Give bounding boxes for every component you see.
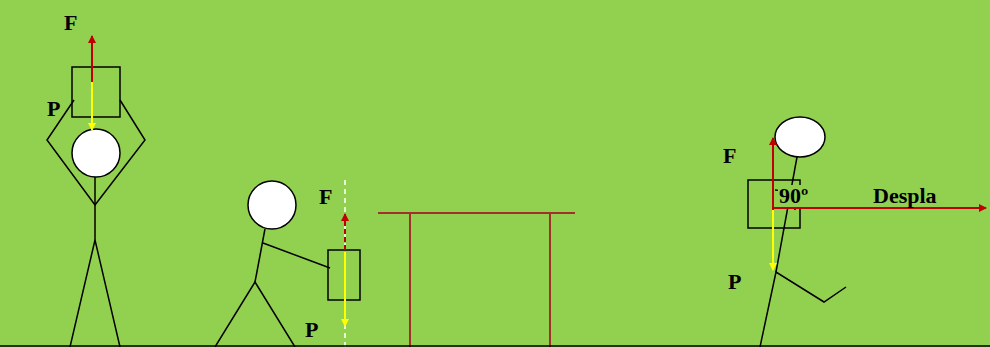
weight-arrow xyxy=(772,210,774,270)
weight-label: P xyxy=(46,98,61,120)
force-arrow xyxy=(772,138,774,210)
weight-label: P xyxy=(304,319,319,341)
ground-line xyxy=(0,345,990,347)
figure-lifting xyxy=(47,67,145,347)
force-label: F xyxy=(722,145,737,167)
weight-arrow xyxy=(91,82,93,130)
weight-label: P xyxy=(727,271,742,293)
angle-label: 90º xyxy=(778,185,809,207)
displacement-label: Despla xyxy=(872,185,938,207)
force-label: F xyxy=(63,12,78,34)
figure-walking xyxy=(748,117,846,347)
displacement-arrow xyxy=(773,207,986,209)
force-label: F xyxy=(318,186,333,208)
weight-arrow xyxy=(344,252,346,326)
figure-bending xyxy=(215,181,360,347)
table xyxy=(378,213,575,347)
vertical-guide xyxy=(344,180,346,347)
